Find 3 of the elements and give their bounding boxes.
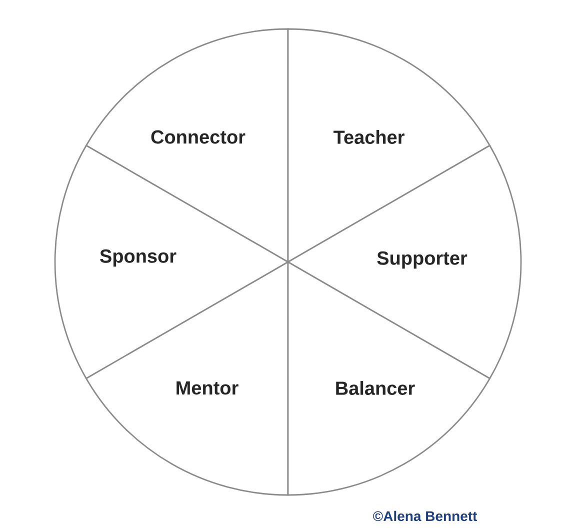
sector: Sponsor: [54, 144, 289, 380]
credit-text: ©Alena Bennett: [373, 510, 478, 522]
sector: Supporter: [287, 144, 522, 380]
